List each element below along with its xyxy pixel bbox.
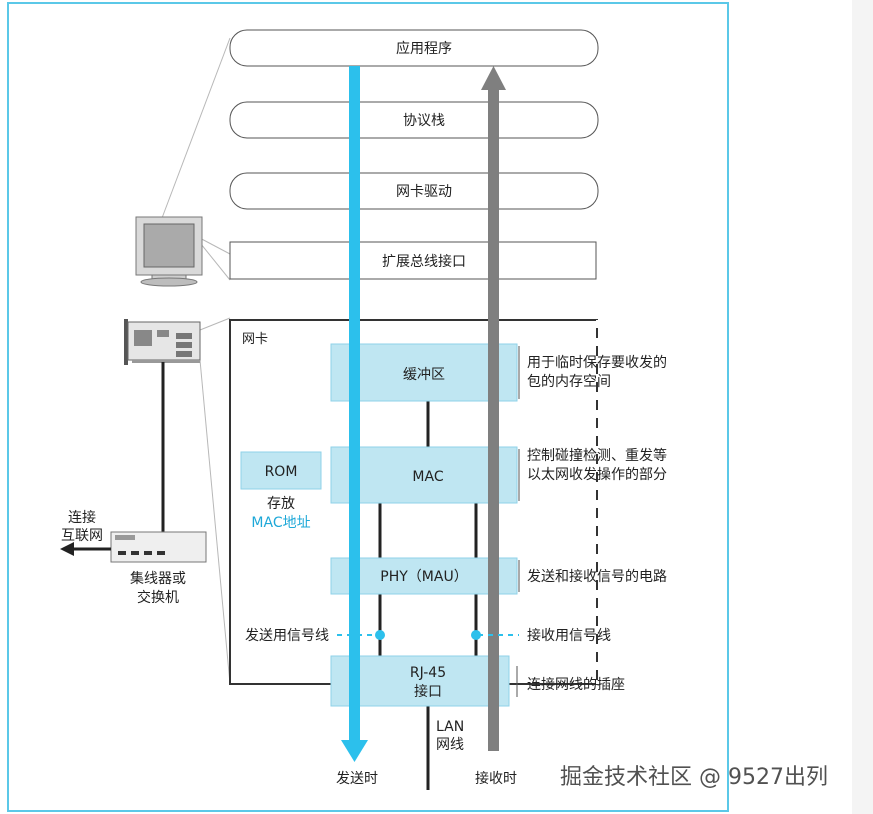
buffer-box — [330, 343, 518, 402]
rj45-box — [330, 655, 510, 707]
send-signal-dot — [375, 630, 385, 640]
rom-note-line1: 存放 — [267, 496, 295, 512]
buffer-label: 缓冲区 — [403, 367, 445, 383]
lan-label-line2: 网线 — [436, 737, 464, 753]
rom-box — [240, 451, 322, 490]
layer-protocol-stack — [229, 101, 599, 139]
recv-arrow-shaft — [488, 86, 499, 751]
layer-app-label: 应用程序 — [396, 40, 452, 57]
rom-label: ROM — [265, 464, 298, 480]
network-card-icon — [124, 319, 201, 365]
rom-note-line2: MAC地址 — [251, 515, 310, 531]
recv-signal-dot — [471, 630, 481, 640]
internet-label-line2: 互联网 — [61, 528, 103, 544]
recv-signal-label: 接收用信号线 — [527, 627, 611, 644]
recv-label: 接收时 — [475, 770, 517, 787]
recv-arrow-head-icon — [481, 66, 506, 90]
layer-nic-driver — [229, 172, 599, 210]
buffer-note-line1: 用于临时保存要收发的 — [527, 355, 667, 371]
send-arrow-head-icon — [341, 740, 368, 762]
hub-label-line1: 集线器或 — [130, 570, 186, 587]
nic-title: 网卡 — [242, 332, 268, 347]
rj45-label-line1: RJ-45 — [410, 665, 446, 681]
layer-nic-driver-label: 网卡驱动 — [396, 184, 452, 200]
mac-label: MAC — [412, 469, 443, 485]
layer-bus-interface — [229, 241, 597, 280]
side-band — [852, 0, 873, 814]
mac-note-line1: 控制碰撞检测、重发等 — [527, 447, 667, 464]
rj45-label-line2: 接口 — [414, 683, 442, 700]
card-perspective-lines — [199, 317, 231, 685]
phy-label: PHY（MAU） — [380, 569, 467, 585]
internet-label-line1: 连接 — [68, 509, 96, 526]
send-signal-label: 发送用信号线 — [245, 628, 329, 644]
hub-switch-icon — [110, 531, 207, 563]
send-arrow-shaft — [349, 66, 360, 744]
hub-label-line2: 交换机 — [137, 589, 179, 606]
watermark: 掘金技术社区 @ 9527出列 — [560, 765, 828, 790]
mac-box — [330, 446, 518, 504]
layer-bus-interface-label: 扩展总线接口 — [382, 253, 466, 270]
internal-wires — [378, 401, 478, 790]
buffer-note-line2: 包的内存空间 — [527, 374, 611, 390]
phy-note: 发送和接收信号的电路 — [527, 568, 667, 585]
computer-monitor-icon — [135, 216, 203, 287]
rj45-note: 连接网线的插座 — [527, 676, 625, 693]
internet-arrow-head-icon — [60, 542, 74, 556]
mac-note-line2: 以太网收发操作的部分 — [527, 467, 667, 483]
phy-box — [330, 557, 518, 595]
send-label: 发送时 — [336, 771, 378, 787]
layer-app — [229, 29, 599, 67]
lan-label-line1: LAN — [436, 719, 464, 735]
layer-protocol-stack-label: 协议栈 — [403, 113, 445, 129]
outer-frame — [7, 2, 729, 812]
